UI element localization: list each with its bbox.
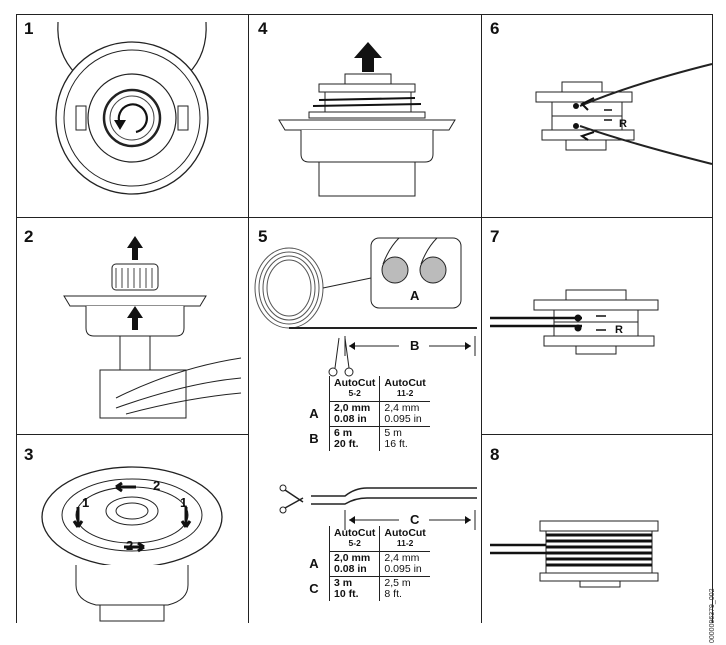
step7-illustration [490,289,659,355]
grid-line [481,14,482,623]
step-number-7: 7 [490,227,500,246]
step-number-6: 6 [490,19,500,38]
step4-illustration [278,42,456,197]
step2-illustration [63,236,242,419]
panel3-label-right: 1 [180,495,188,510]
panel3-label-left: 1 [82,495,90,510]
grid-line [16,14,17,623]
step-number-5: 5 [258,227,268,246]
grid-line [16,434,249,435]
step1-illustration [55,21,209,195]
panel3-label-bottom: 2 [126,538,134,553]
step5-illustration [254,237,477,530]
label-r-step6: R [619,118,627,130]
label-a-zoom: A [410,288,420,303]
step6-illustration [535,63,713,165]
grid-line [16,217,713,218]
grid-line [712,14,713,623]
label-c-length: C [410,512,420,527]
label-b-length: B [410,338,420,353]
grid-line [248,14,249,623]
step3-illustration [41,466,223,622]
step-number-1: 1 [24,19,34,38]
step-number-2: 2 [24,227,34,246]
step8-illustration [490,520,659,588]
grid-line [481,434,713,435]
step-number-4: 4 [258,19,268,38]
instruction-grid: 1 4 6 2 5 7 3 8 [16,14,713,623]
panel3-label-top: 2 [153,478,161,493]
document-code: 0000096379_002 [709,588,716,643]
step-number-3: 3 [24,445,34,464]
step-number-8: 8 [490,445,500,464]
grid-line [16,14,713,15]
label-r-step7: R [615,324,623,336]
